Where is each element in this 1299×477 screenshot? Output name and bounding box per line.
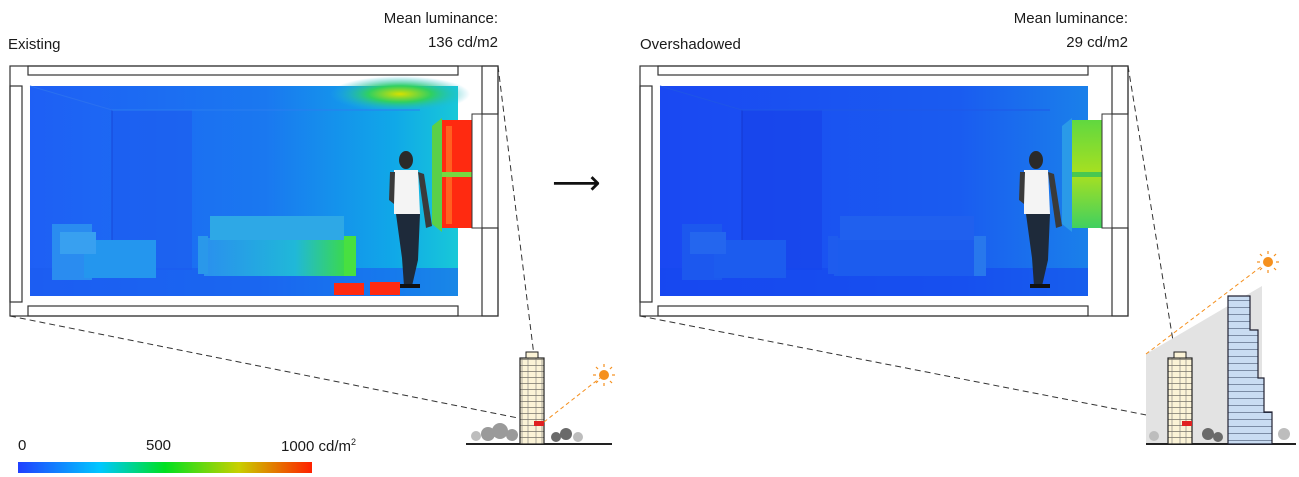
overshadowed-person-figure <box>1019 151 1062 288</box>
existing-apartment-tower <box>519 357 545 445</box>
existing-person-figure <box>389 151 432 288</box>
existing-floor-sun-patch <box>334 283 364 295</box>
overshadowed-context-illustration <box>1145 251 1296 445</box>
zoom-leader-lines <box>9 65 1187 421</box>
existing-ceiling-highlight <box>330 76 470 112</box>
sun-icon <box>593 364 615 386</box>
mean-luminance-value-existing: 136 cd/m2 <box>427 34 498 51</box>
colorbar-max-label: 1000 cd/m2 <box>281 437 357 455</box>
tree-icon <box>551 428 572 442</box>
existing-flat-highlight <box>534 421 544 426</box>
tree-icon <box>1149 428 1290 441</box>
sun-icon <box>1257 251 1279 273</box>
transition-arrow-icon: ⟶ <box>552 164 601 202</box>
tree-icon <box>1202 428 1223 442</box>
mean-luminance-label-overshadowed: Mean luminance: <box>1013 10 1128 27</box>
colorbar-min-label: 0 <box>18 437 27 454</box>
existing-sofa <box>198 216 356 276</box>
overshadowed-armchair <box>682 224 786 280</box>
existing-window <box>432 113 483 232</box>
panel-title-existing: Existing <box>8 36 61 53</box>
colorbar-mid-label: 500 <box>146 437 172 454</box>
existing-context-illustration <box>466 351 615 445</box>
tree-icon <box>471 431 583 442</box>
overshadowed-flat-highlight <box>1182 421 1192 426</box>
panel-title-overshadowed: Overshadowed <box>640 36 741 53</box>
overshadowed-apartment-tower <box>1167 357 1193 445</box>
mean-luminance-value-overshadowed: 29 cd/m2 <box>1066 34 1128 51</box>
existing-floor-sun-patch <box>370 282 400 295</box>
tree-icon <box>481 423 518 441</box>
new-tall-tower <box>1227 295 1273 445</box>
existing-section <box>9 65 499 317</box>
existing-armchair <box>52 224 156 280</box>
overshadowed-section <box>639 65 1129 317</box>
luminance-colorbar <box>18 462 312 473</box>
mean-luminance-label-existing: Mean luminance: <box>383 10 498 27</box>
overshadowed-sofa <box>828 216 986 276</box>
overshadowed-window <box>1062 113 1113 232</box>
